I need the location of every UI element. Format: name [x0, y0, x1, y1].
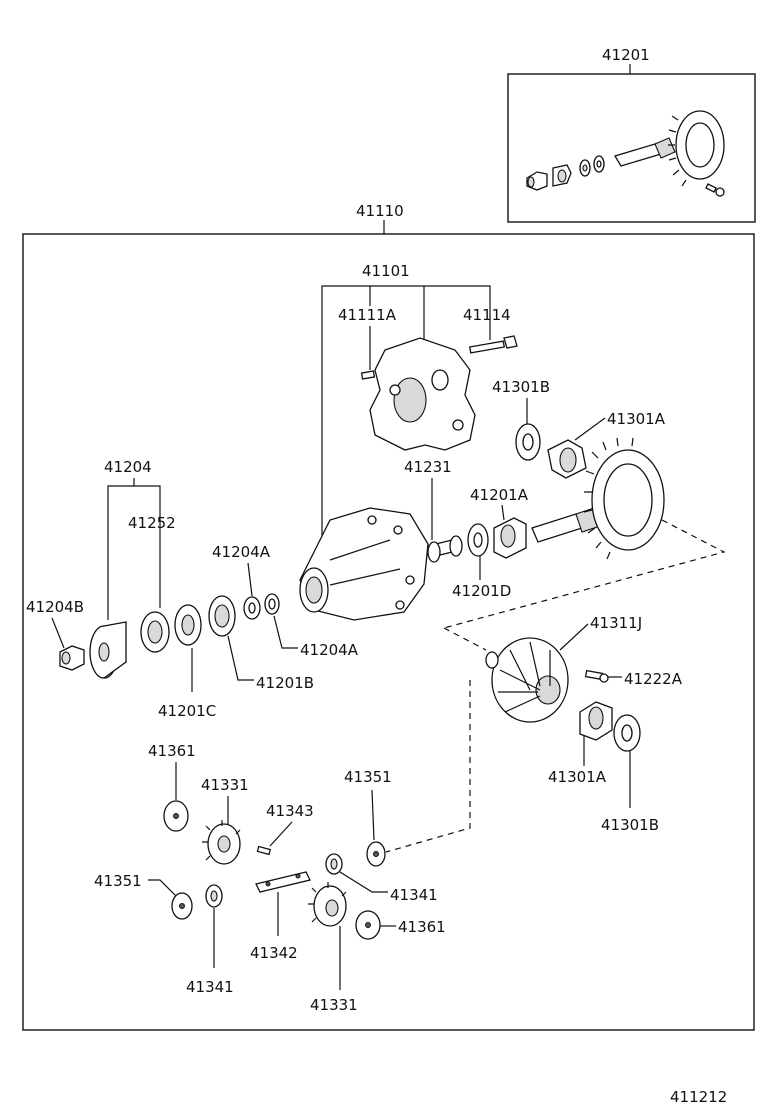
diff-gear-set: 41361 41331 41343 41351 41341 — [94, 742, 446, 1014]
label-41361-b: 41361 — [398, 918, 446, 936]
label-41222A: 41222A — [624, 670, 683, 688]
inset-bolt — [705, 183, 725, 197]
inset-bearing-1 — [552, 164, 572, 187]
group-41101: 41101 41111A 41114 — [321, 262, 518, 540]
pinion-41341-a — [205, 884, 223, 908]
pin-41343 — [256, 845, 272, 856]
label-41301B-bot: 41301B — [601, 816, 659, 834]
label-41101: 41101 — [362, 262, 410, 280]
inset-pinion-shaft — [614, 137, 676, 167]
bearing-41201A — [493, 517, 527, 559]
label-41231: 41231 — [404, 458, 452, 476]
ring-pinion-main — [443, 437, 726, 629]
bolt-41114 — [468, 335, 518, 354]
shaft-41342 — [255, 871, 311, 893]
pinion-41341-b — [325, 853, 343, 875]
inset-label: 41201 — [602, 46, 650, 64]
inset-washer — [593, 155, 605, 173]
label-41351-b: 41351 — [344, 768, 392, 786]
label-41252: 41252 — [128, 514, 176, 532]
seal-41252 — [140, 611, 170, 653]
side-gear-41331-a — [202, 820, 241, 865]
bearing-41301A-top — [547, 439, 587, 479]
bearing-group-top: 41301B 41301A — [492, 378, 666, 479]
shim-41301B-bot — [613, 714, 641, 752]
label-41331-a: 41331 — [201, 776, 249, 794]
group-41204: 41204 41252 41204B — [26, 458, 176, 679]
diff-case-group: 41311J 41222A 41301A 41301B — [385, 614, 683, 853]
washer-41351-a — [171, 892, 193, 920]
washer-41361-b — [355, 910, 381, 940]
bearing-41201B — [208, 595, 236, 637]
nut-41204B — [59, 645, 85, 671]
label-41204A-b: 41204A — [300, 641, 359, 659]
bearing-41201C — [174, 604, 202, 646]
bolt-41222A — [584, 669, 609, 683]
label-41331-b: 41331 — [310, 996, 358, 1014]
label-41204: 41204 — [104, 458, 152, 476]
shim-41301B-top — [515, 423, 541, 461]
inset-ring-gear — [668, 110, 725, 187]
label-41201D: 41201D — [452, 582, 511, 600]
label-41361-a: 41361 — [148, 742, 196, 760]
washer-41361-a — [163, 800, 189, 832]
label-41301A-top: 41301A — [607, 410, 666, 428]
washer-41201D — [467, 523, 489, 557]
inset-panel: 41201 — [507, 46, 756, 223]
pinion-bearing-group: 41231 41201D 41201A — [404, 458, 529, 600]
label-41351-a: 41351 — [94, 872, 142, 890]
flange-41204 — [89, 621, 127, 679]
front-bearing-group: 41201C 41201B 41204A 41204A — [158, 543, 359, 720]
assembly-label: 41110 — [356, 202, 404, 220]
washer-41351-b — [366, 841, 386, 867]
label-41204A-a: 41204A — [212, 543, 271, 561]
label-41341-a: 41341 — [186, 978, 234, 996]
pin-41111A — [360, 370, 376, 380]
bearing-41301A-bot — [579, 701, 613, 741]
inset-spacer — [579, 159, 591, 177]
assembly-panel: 41110 — [22, 202, 755, 1031]
spacer-41204A-b — [264, 593, 280, 615]
label-41342: 41342 — [250, 944, 298, 962]
label-41201A: 41201A — [470, 486, 529, 504]
spacer-41204A-a — [243, 596, 261, 620]
label-41301B-top: 41301B — [492, 378, 550, 396]
label-41311J: 41311J — [590, 614, 642, 632]
label-41204B: 41204B — [26, 598, 84, 616]
carrier-housing — [299, 507, 429, 621]
spacer-41231 — [426, 535, 463, 563]
diagram-id: 411212 — [670, 1088, 727, 1106]
diff-case-41311J — [485, 637, 569, 723]
label-41343: 41343 — [266, 802, 314, 820]
label-41341-b: 41341 — [390, 886, 438, 904]
label-41114: 41114 — [463, 306, 511, 324]
bracket-41101 — [369, 337, 476, 451]
label-41201B: 41201B — [256, 674, 314, 692]
inset-nut — [526, 171, 548, 191]
label-41301A-bot: 41301A — [548, 768, 607, 786]
label-41201C: 41201C — [158, 702, 216, 720]
label-41111A: 41111A — [338, 306, 397, 324]
side-gear-41331-b — [308, 882, 347, 927]
